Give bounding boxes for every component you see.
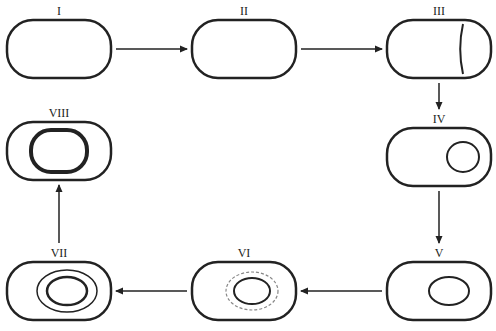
cell-outline (190, 260, 298, 322)
stage-arrow (301, 48, 382, 50)
cell-stage: VIII (5, 106, 113, 182)
stage-number: II (190, 4, 298, 18)
cell-wall (387, 128, 491, 186)
cell-stage: II (190, 4, 298, 80)
cell-stage: VI (190, 246, 298, 322)
stage-number: VIII (5, 106, 113, 120)
cell-stage: VII (5, 246, 113, 322)
cell-wall (387, 20, 491, 78)
forespore (234, 278, 270, 304)
stage-number: III (385, 4, 493, 18)
stage-arrow (438, 83, 440, 109)
cell-outline (5, 120, 113, 182)
cell-wall (387, 262, 491, 320)
forespore (447, 142, 479, 172)
free-spore (31, 130, 87, 172)
cell-outline (190, 18, 298, 80)
stage-arrow (116, 48, 187, 50)
cell-wall (192, 262, 296, 320)
stage-arrow (301, 290, 382, 292)
cell-stage: I (5, 4, 113, 80)
stage-number: VI (190, 246, 298, 260)
stage-number: VII (5, 246, 113, 260)
cell-wall (7, 262, 111, 320)
cell-outline (385, 18, 493, 80)
cortex (226, 272, 278, 310)
cell-wall (192, 20, 296, 78)
stage-number: IV (385, 112, 493, 126)
spore-core (47, 277, 87, 305)
cell-outline (385, 260, 493, 322)
cell-stage: III (385, 4, 493, 80)
cell-wall (7, 122, 111, 180)
cell-outline (385, 126, 493, 188)
cell-outline (5, 260, 113, 322)
stage-arrow (116, 290, 187, 292)
cell-stage: V (385, 246, 493, 322)
stage-arrow (438, 191, 440, 243)
stage-number: I (5, 4, 113, 18)
stage-number: V (385, 246, 493, 260)
forespore (429, 277, 469, 305)
cell-outline (5, 18, 113, 80)
cell-wall (7, 20, 111, 78)
spore-coat (37, 270, 97, 312)
cell-stage: IV (385, 112, 493, 188)
stage-arrow (58, 185, 60, 243)
septum (460, 24, 463, 74)
